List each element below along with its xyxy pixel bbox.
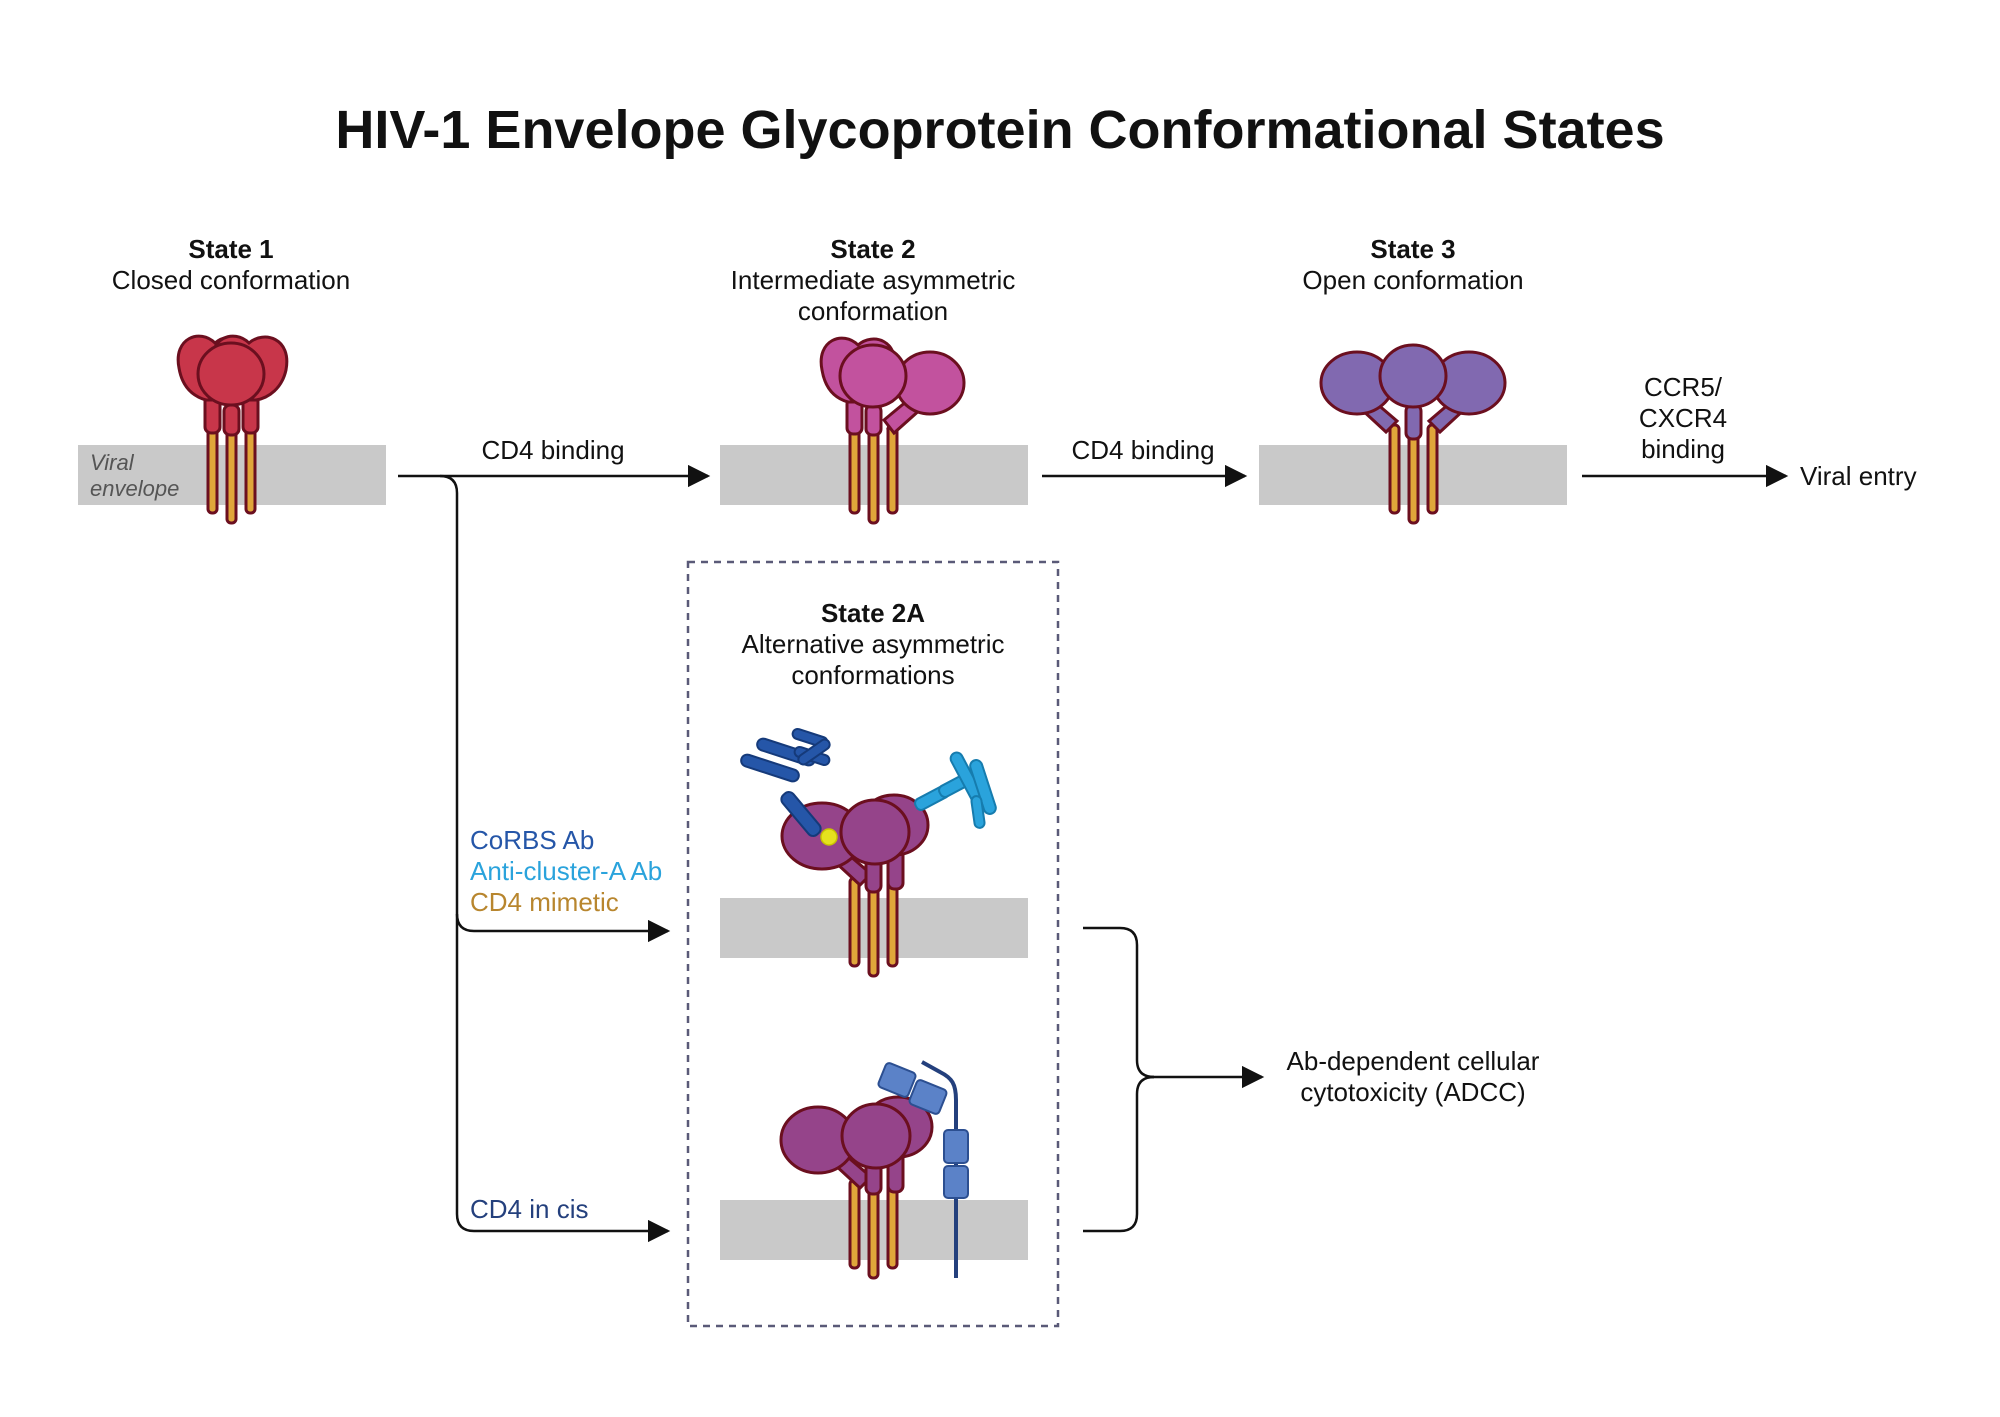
cd4-mimetic-dot — [820, 828, 838, 846]
label-cd4-mimetic: CD4 mimetic — [470, 887, 619, 917]
label-cd4-binding-2: CD4 binding — [1071, 435, 1214, 465]
label-coreceptor-line2: CXCR4 — [1639, 403, 1727, 433]
state2a-label: State 2A Alternative asymmetric conforma… — [742, 598, 1005, 690]
anti-cluster-a-antibody-icon — [914, 751, 997, 829]
state2-label: State 2 Intermediate asymmetric conforma… — [731, 234, 1016, 326]
label-cd4-binding-1: CD4 binding — [481, 435, 624, 465]
cd4-receptor-icon — [877, 1060, 969, 1278]
state2a-desc-line1: Alternative asymmetric — [742, 629, 1005, 659]
arrows — [398, 464, 1789, 1243]
env-trimer-state2a-antibody — [780, 793, 930, 978]
page-title: HIV-1 Envelope Glycoprotein Conformation… — [335, 100, 1664, 160]
state2a-name: State 2A — [821, 598, 925, 628]
state3-label: State 3 Open conformation — [1302, 234, 1523, 295]
state2-name: State 2 — [830, 234, 915, 264]
arrow-merge-top — [1083, 926, 1155, 1079]
label-coreceptor-binding: CCR5/ CXCR4 binding — [1639, 372, 1727, 464]
arrow-branch-to-state2a-bottom — [455, 914, 671, 1243]
env-trimer-state2 — [819, 336, 966, 525]
stalk-group — [206, 423, 257, 525]
state2a-box — [686, 560, 1060, 1328]
membrane-label: Viral envelope — [90, 450, 179, 501]
label-viral-entry: Viral entry — [1800, 461, 1917, 491]
state2-desc-line2: conformation — [798, 296, 948, 326]
corbs-antibody-icon — [740, 727, 831, 837]
state1-label: State 1 Closed conformation — [112, 234, 350, 295]
state3-desc: Open conformation — [1302, 265, 1523, 295]
env-trimer-state1 — [176, 334, 289, 525]
env-trimer-state2a-cd4cis — [779, 1095, 934, 1280]
env-trimer-state3 — [1319, 343, 1507, 525]
state1-name: State 1 — [188, 234, 273, 264]
label-cd4-in-cis: CD4 in cis — [470, 1194, 588, 1224]
label-adcc-line2: cytotoxicity (ADCC) — [1300, 1077, 1525, 1107]
label-adcc-line1: Ab-dependent cellular — [1287, 1046, 1540, 1076]
label-coreceptor-line1: CCR5/ — [1644, 372, 1723, 402]
state1-desc: Closed conformation — [112, 265, 350, 295]
state2a-desc-line2: conformations — [791, 660, 954, 690]
arrow-merge-bottom — [1083, 1075, 1155, 1233]
label-anti-cluster-a-ab: Anti-cluster-A Ab — [470, 856, 662, 886]
label-adcc: Ab-dependent cellular cytotoxicity (ADCC… — [1287, 1046, 1540, 1107]
membrane-label-line2: envelope — [90, 476, 179, 501]
state2-desc-line1: Intermediate asymmetric — [731, 265, 1016, 295]
state3-name: State 3 — [1370, 234, 1455, 264]
membrane-label-line1: Viral — [90, 450, 135, 475]
label-coreceptor-line3: binding — [1641, 434, 1725, 464]
label-corbs-ab: CoRBS Ab — [470, 825, 594, 855]
